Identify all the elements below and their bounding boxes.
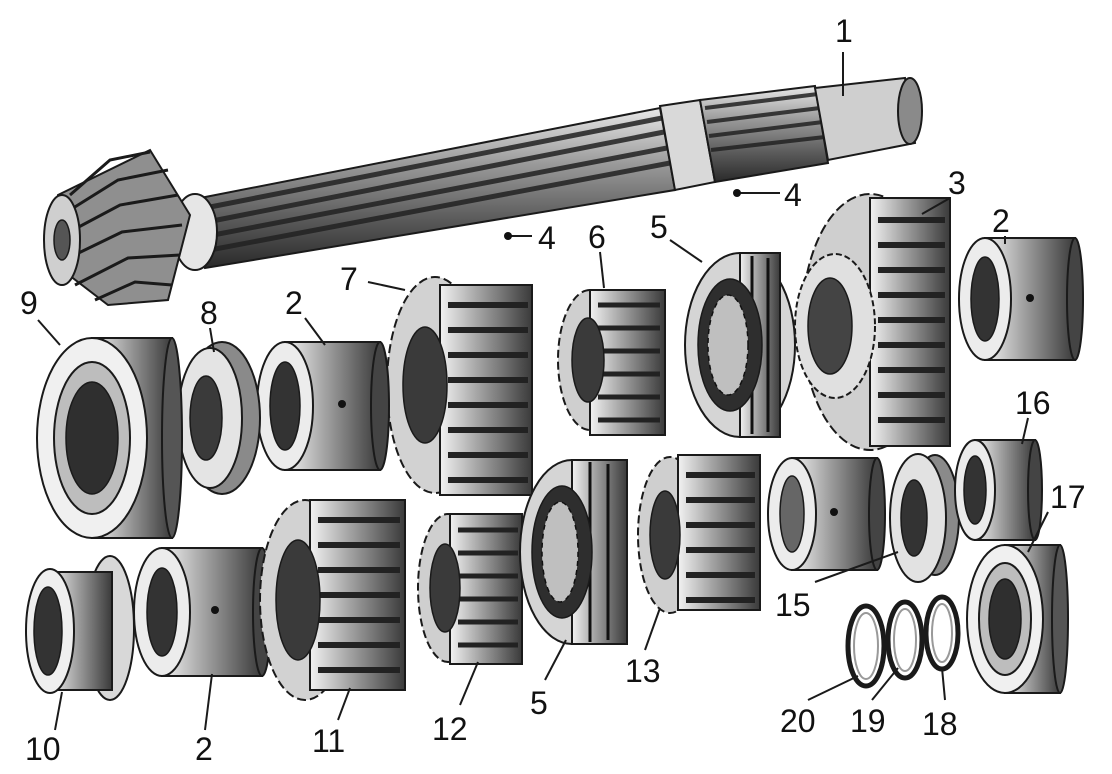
small-gear-bottom [417,513,523,665]
callout-8: 8 [200,295,218,331]
callout-12: 12 [432,711,468,747]
sliding-sleeve-bottom [519,459,628,645]
callout-2: 2 [285,285,303,321]
callout-5: 5 [650,209,668,245]
leader-lines [37,52,1049,731]
callout-9: 9 [20,285,38,321]
small-gear-top [557,289,666,436]
input-shaft [43,76,923,307]
sliding-sleeve-top [684,252,796,438]
double-gear-bottom-left [259,499,406,701]
callout-17: 17 [1050,479,1086,515]
pin-dot-lower [504,232,512,240]
callout-5: 5 [530,685,548,721]
callout-19: 19 [850,703,886,739]
callout-7: 7 [340,261,358,297]
callout-15: 15 [775,587,811,623]
callout-2: 2 [992,203,1010,239]
callout-4: 4 [538,220,556,256]
ball-bearing-small [966,544,1069,694]
double-gear-top-middle [386,276,533,496]
callout-labels: 1 2 3 4 4 5 6 7 2 8 9 16 17 15 13 5 12 1… [20,13,1086,767]
callout-6: 6 [588,219,606,255]
callout-13: 13 [625,653,661,689]
double-gear-bottom-middle [637,454,761,614]
callout-18: 18 [922,706,958,742]
shim-20 [845,603,887,689]
pin-dot-upper [733,189,741,197]
ball-bearing-large [36,337,183,539]
callout-16: 16 [1015,385,1051,421]
needle-bushing-middle [256,341,390,471]
callout-10: 10 [25,731,61,767]
thrust-washer [177,341,261,495]
plain-bushing-center [767,457,886,571]
callout-11: 11 [312,723,345,759]
pinion-gear [43,148,192,307]
shim-19 [885,599,925,681]
callout-20: 20 [780,703,816,739]
splined-washer [889,453,960,583]
callout-2: 2 [195,731,213,767]
callout-1: 1 [835,13,853,49]
needle-bushing-bottom [133,547,272,677]
needle-bushing-top-right [958,237,1084,361]
callout-4: 4 [784,177,802,213]
callout-3: 3 [948,165,966,201]
needle-bushing-small [954,439,1043,541]
double-gear-top-right [794,193,951,451]
shim-18 [923,594,961,672]
flanged-bushing [25,555,135,701]
